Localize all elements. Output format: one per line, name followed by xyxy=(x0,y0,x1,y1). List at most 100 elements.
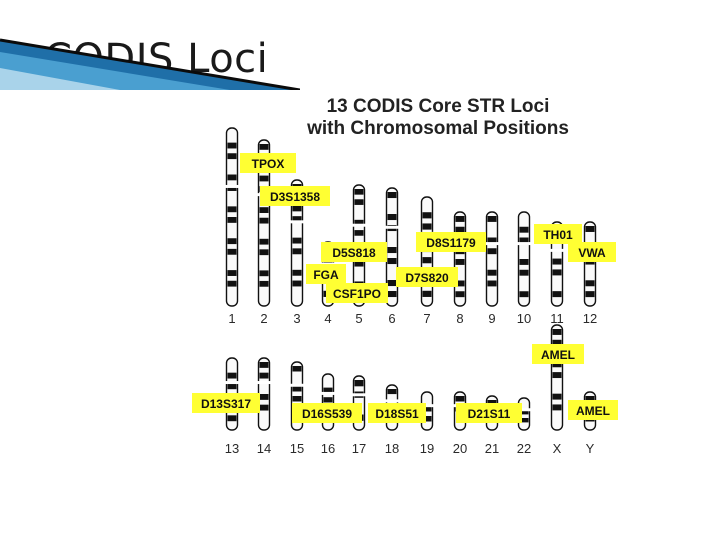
band-r1-1-3 xyxy=(260,176,269,182)
locus-label-6: D8S1179 xyxy=(426,236,476,250)
band-r1-0-10 xyxy=(228,238,237,244)
band-r1-2-2 xyxy=(293,205,302,211)
centromere-r1-0 xyxy=(226,185,239,188)
band-r1-0-11 xyxy=(228,249,237,255)
band-r1-1-12 xyxy=(260,270,269,276)
locus-label-9: AMEL xyxy=(541,348,575,362)
band-r2-10-7 xyxy=(553,404,562,410)
band-r1-7-1 xyxy=(456,227,465,233)
band-r1-8-0 xyxy=(488,216,497,222)
figure-title: 13 CODIS Core STR Loci with Chromosomal … xyxy=(248,96,628,140)
band-r1-9-5 xyxy=(520,270,529,276)
band-r1-0-2 xyxy=(228,153,237,159)
band-r1-1-0 xyxy=(260,144,269,150)
band-r1-6-8 xyxy=(423,291,432,297)
chromosome-label-14: 14 xyxy=(257,441,271,456)
locus-label-0: TPOX xyxy=(252,157,285,171)
centromere-r1-2 xyxy=(291,220,304,223)
band-r2-1-3 xyxy=(260,394,269,400)
chromosome-r1-8 xyxy=(487,212,498,306)
band-r1-0-14 xyxy=(228,281,237,287)
band-r1-10-4 xyxy=(553,269,562,275)
band-r2-2-2 xyxy=(293,386,302,392)
band-r2-1-0 xyxy=(260,362,269,368)
band-r1-6-5 xyxy=(423,257,432,263)
chromosome-label-15: 15 xyxy=(290,441,304,456)
chromosome-label-Y: Y xyxy=(586,441,595,456)
band-r2-7-0 xyxy=(456,396,465,402)
band-r1-11-6 xyxy=(586,291,595,297)
band-r1-1-10 xyxy=(260,249,269,255)
band-r2-10-6 xyxy=(553,394,562,400)
band-r1-6-1 xyxy=(423,212,432,218)
band-r1-11-5 xyxy=(586,280,595,286)
centromere-r1-10 xyxy=(551,249,564,252)
centromere-r2-3 xyxy=(322,392,335,395)
chromosome-label-1: 1 xyxy=(228,311,235,326)
band-r1-0-8 xyxy=(228,217,237,223)
centromere-r2-0 xyxy=(226,381,239,384)
locus-label-11: D16S539 xyxy=(302,407,352,421)
locus-label-10: D13S317 xyxy=(201,397,251,411)
band-r2-5-0 xyxy=(388,389,397,394)
band-r1-10-6 xyxy=(553,291,562,297)
chromosome-label-X: X xyxy=(553,441,562,456)
locus-label-7: TH01 xyxy=(543,228,573,242)
chromosome-label-8: 8 xyxy=(456,311,463,326)
chromosome-label-16: 16 xyxy=(321,441,335,456)
band-r1-7-0 xyxy=(456,216,465,222)
centromere-r1-4 xyxy=(353,224,366,227)
locus-label-12: D18S51 xyxy=(375,407,419,421)
band-r1-6-2 xyxy=(423,223,432,229)
band-r1-9-7 xyxy=(520,291,529,297)
band-r1-1-9 xyxy=(260,239,269,245)
band-r2-2-0 xyxy=(293,366,302,372)
chromosome-label-7: 7 xyxy=(423,311,430,326)
centromere-r2-4 xyxy=(353,393,366,396)
band-r1-8-3 xyxy=(488,248,497,254)
chromosome-label-18: 18 xyxy=(385,441,399,456)
chromosome-label-21: 21 xyxy=(485,441,499,456)
chromosome-label-11: 11 xyxy=(550,311,564,326)
band-r1-9-1 xyxy=(520,227,529,233)
chromosome-label-10: 10 xyxy=(517,311,531,326)
chromosome-label-13: 13 xyxy=(225,441,239,456)
chromosome-label-12: 12 xyxy=(583,311,597,326)
band-r1-5-9 xyxy=(388,291,397,297)
band-r1-2-6 xyxy=(293,248,302,254)
band-r1-1-7 xyxy=(260,218,269,224)
chromosome-label-22: 22 xyxy=(517,441,531,456)
band-r1-5-8 xyxy=(388,280,397,286)
band-r1-8-6 xyxy=(488,281,497,287)
chromosome-label-2: 2 xyxy=(260,311,267,326)
band-r1-10-3 xyxy=(553,259,562,265)
band-r2-0-1 xyxy=(228,373,237,379)
centromere-r1-8 xyxy=(486,242,499,245)
chromosome-label-9: 9 xyxy=(488,311,495,326)
band-r2-3-2 xyxy=(324,397,333,402)
chromosome-label-19: 19 xyxy=(420,441,434,456)
band-r1-5-6 xyxy=(388,258,397,264)
locus-label-14: AMEL xyxy=(576,404,610,418)
band-r2-4-0 xyxy=(355,380,364,386)
band-r2-0-2 xyxy=(228,383,237,389)
centromere-r2-1 xyxy=(258,381,271,384)
band-r1-1-13 xyxy=(260,281,269,287)
band-r1-7-7 xyxy=(456,291,465,297)
band-r1-11-0 xyxy=(586,226,595,232)
band-r1-0-1 xyxy=(228,143,237,149)
band-r2-1-4 xyxy=(260,405,269,411)
locus-label-3: FGA xyxy=(313,268,339,282)
centromere-r1-5 xyxy=(386,226,399,229)
band-r1-4-0 xyxy=(355,189,364,195)
chromosome-label-4: 4 xyxy=(324,311,331,326)
centromere-r2-5 xyxy=(386,399,399,402)
band-r1-2-5 xyxy=(293,238,302,244)
locus-label-5: D7S820 xyxy=(405,271,449,285)
band-r2-10-0 xyxy=(553,329,562,335)
band-r1-2-8 xyxy=(293,270,302,276)
chromosome-label-20: 20 xyxy=(453,441,467,456)
band-r1-4-1 xyxy=(355,199,364,205)
band-r1-1-6 xyxy=(260,207,269,213)
